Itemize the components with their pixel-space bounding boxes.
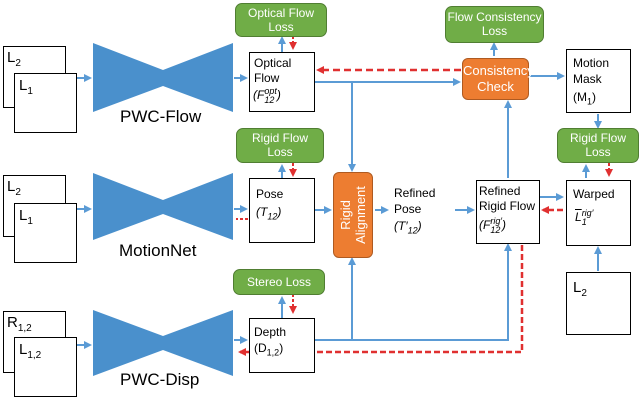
rigid-flow-loss-left: Rigid Flow Loss xyxy=(236,128,324,163)
pose-box: Pose (T12) xyxy=(249,178,315,243)
stereo-loss: Stereo Loss xyxy=(233,269,325,295)
pwc-flow-network-shape xyxy=(93,43,233,112)
optical-flow-loss: Optical Flow Loss xyxy=(235,3,327,37)
arrow-depth-to-rigidflow xyxy=(352,243,512,341)
pwc-disp-network-shape xyxy=(93,310,233,376)
input-flow-front: L1 xyxy=(14,73,77,133)
motionnet-label: MotionNet xyxy=(119,241,197,260)
rigid-flow-loss-right: Rigid Flow Loss xyxy=(557,128,639,163)
pwc-flow-label: PWC-Flow xyxy=(120,107,202,126)
consistency-check: Consistency Check xyxy=(462,58,534,100)
input-motion-front: L1 xyxy=(14,203,77,263)
depth-box: Depth (D1,2) xyxy=(249,318,315,373)
input-right-l2: L2 xyxy=(566,272,631,335)
refined-pose-box: Refined Pose (T′12) xyxy=(394,186,436,236)
flow-consistency-loss: Flow Consistency Loss xyxy=(445,6,544,43)
pwc-disp-label: PWC-Disp xyxy=(120,370,200,389)
motionnet-network-shape xyxy=(93,173,233,240)
input-disp-front: L1,2 xyxy=(14,337,77,397)
rigid-alignment: Rigid Alignment xyxy=(333,172,373,258)
motion-mask-box: Motion Mask (M1) xyxy=(566,49,631,113)
